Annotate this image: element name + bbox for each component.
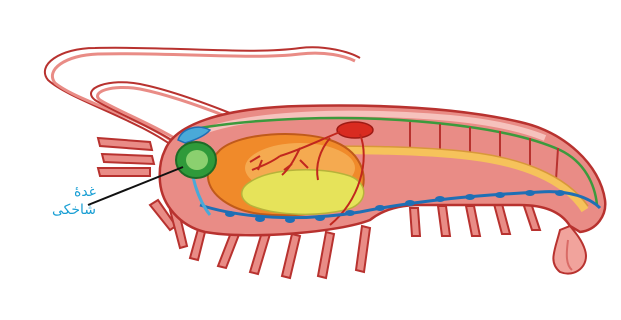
gland-inner xyxy=(186,150,208,170)
label-line-2: شاخکی xyxy=(52,202,96,218)
tail-fan xyxy=(553,226,586,274)
heart xyxy=(337,122,373,138)
front-antennules xyxy=(98,138,154,176)
label-line-1: غدهٔ xyxy=(74,184,96,200)
